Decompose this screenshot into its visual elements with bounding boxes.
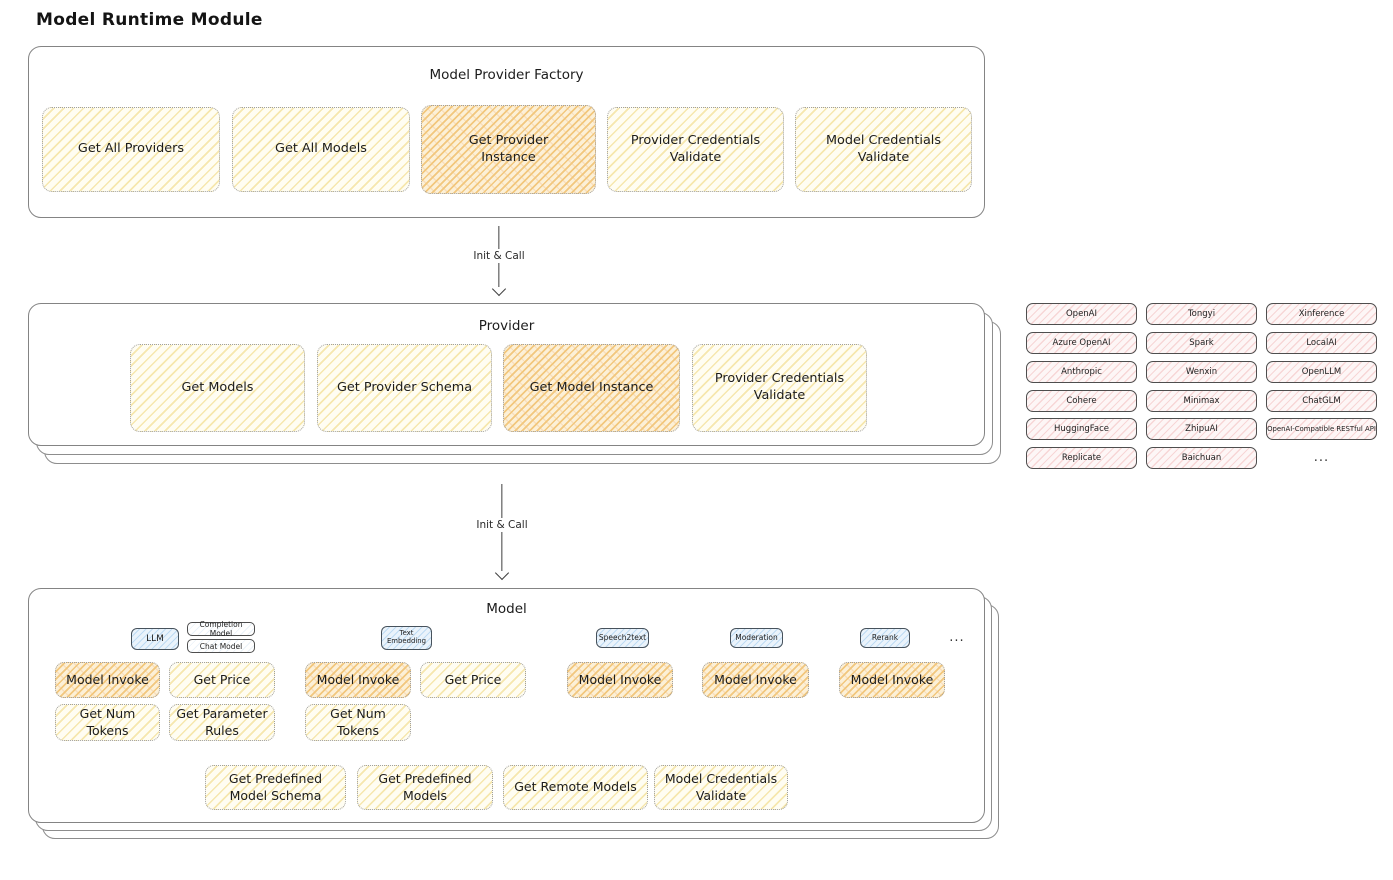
provider-pill-wenxin: Wenxin <box>1146 361 1257 383</box>
provider-pill-tongyi: Tongyi <box>1146 303 1257 325</box>
provider-pill-azure-openai: Azure OpenAI <box>1026 332 1137 354</box>
provider-pill-chatglm: ChatGLM <box>1266 390 1377 412</box>
node-embedding-model-invoke: Model Invoke <box>305 662 411 698</box>
provider-pill-openllm: OpenLLM <box>1266 361 1377 383</box>
node-speech2text-model-invoke: Model Invoke <box>567 662 673 698</box>
node-llm-get-num-tokens: Get Num Tokens <box>55 704 160 741</box>
model-panel-title: Model <box>486 601 527 617</box>
node-get-remote-models: Get Remote Models <box>503 765 648 810</box>
badge-llm: LLM <box>131 628 179 650</box>
node-model-credentials-validate-factory: Model Credentials Validate <box>795 107 972 192</box>
provider-pill-replicate: Replicate <box>1026 447 1137 469</box>
provider-pill-localai: LocalAI <box>1266 332 1377 354</box>
badge-moderation: Moderation <box>730 628 783 648</box>
init-call-arrow-1: Init & Call <box>459 226 539 297</box>
node-model-credentials-validate-model: Model Credentials Validate <box>654 765 788 810</box>
arrow-label: Init & Call <box>472 518 532 533</box>
node-get-provider-instance: Get Provider Instance <box>421 105 596 194</box>
badge-rerank: Rerank <box>860 628 910 648</box>
page-title: Model Runtime Module <box>36 10 263 30</box>
node-llm-get-parameter-rules: Get Parameter Rules <box>169 704 275 741</box>
provider-pill-openai: OpenAI <box>1026 303 1137 325</box>
node-get-model-instance: Get Model Instance <box>503 344 680 432</box>
node-get-models: Get Models <box>130 344 305 432</box>
arrow-head-icon <box>491 281 507 297</box>
providers-more-ellipsis: ... <box>1313 450 1330 465</box>
provider-panel-title: Provider <box>478 318 535 334</box>
model-more-ellipsis: ... <box>949 630 965 645</box>
init-call-arrow-2: Init & Call <box>462 484 542 581</box>
node-provider-credentials-validate-provider: Provider Credentials Validate <box>692 344 867 432</box>
tag-chat-model: Chat Model <box>187 639 255 653</box>
provider-pill-spark: Spark <box>1146 332 1257 354</box>
badge-speech2text: Speech2text <box>596 628 649 648</box>
provider-pill-xinference: Xinference <box>1266 303 1377 325</box>
factory-panel-title: Model Provider Factory <box>429 67 584 83</box>
provider-pill-zhipuai: ZhipuAI <box>1146 418 1257 440</box>
arrow-head-icon <box>494 565 510 581</box>
node-get-provider-schema: Get Provider Schema <box>317 344 492 432</box>
node-llm-get-price: Get Price <box>169 662 275 698</box>
provider-pill-huggingface: HuggingFace <box>1026 418 1137 440</box>
arrow-label: Init & Call <box>469 248 529 263</box>
node-get-predefined-model-schema: Get Predefined Model Schema <box>205 765 346 810</box>
provider-pill-baichuan: Baichuan <box>1146 447 1257 469</box>
node-get-all-providers: Get All Providers <box>42 107 220 192</box>
provider-pill-anthropic: Anthropic <box>1026 361 1137 383</box>
node-embedding-get-price: Get Price <box>420 662 526 698</box>
node-provider-credentials-validate-factory: Provider Credentials Validate <box>607 107 784 192</box>
node-llm-model-invoke: Model Invoke <box>55 662 160 698</box>
node-get-predefined-models: Get Predefined Models <box>357 765 493 810</box>
provider-pill-cohere: Cohere <box>1026 390 1137 412</box>
provider-pill-minimax: Minimax <box>1146 390 1257 412</box>
provider-pill-openai-compatible: OpenAI-Compatible RESTful API <box>1266 418 1377 440</box>
node-moderation-model-invoke: Model Invoke <box>702 662 809 698</box>
node-get-all-models: Get All Models <box>232 107 410 192</box>
badge-text-embedding: Text Embedding <box>381 626 432 650</box>
tag-completion-model: Completion Model <box>187 620 255 638</box>
node-embedding-get-num-tokens: Get Num Tokens <box>305 704 411 741</box>
node-rerank-model-invoke: Model Invoke <box>839 662 945 698</box>
